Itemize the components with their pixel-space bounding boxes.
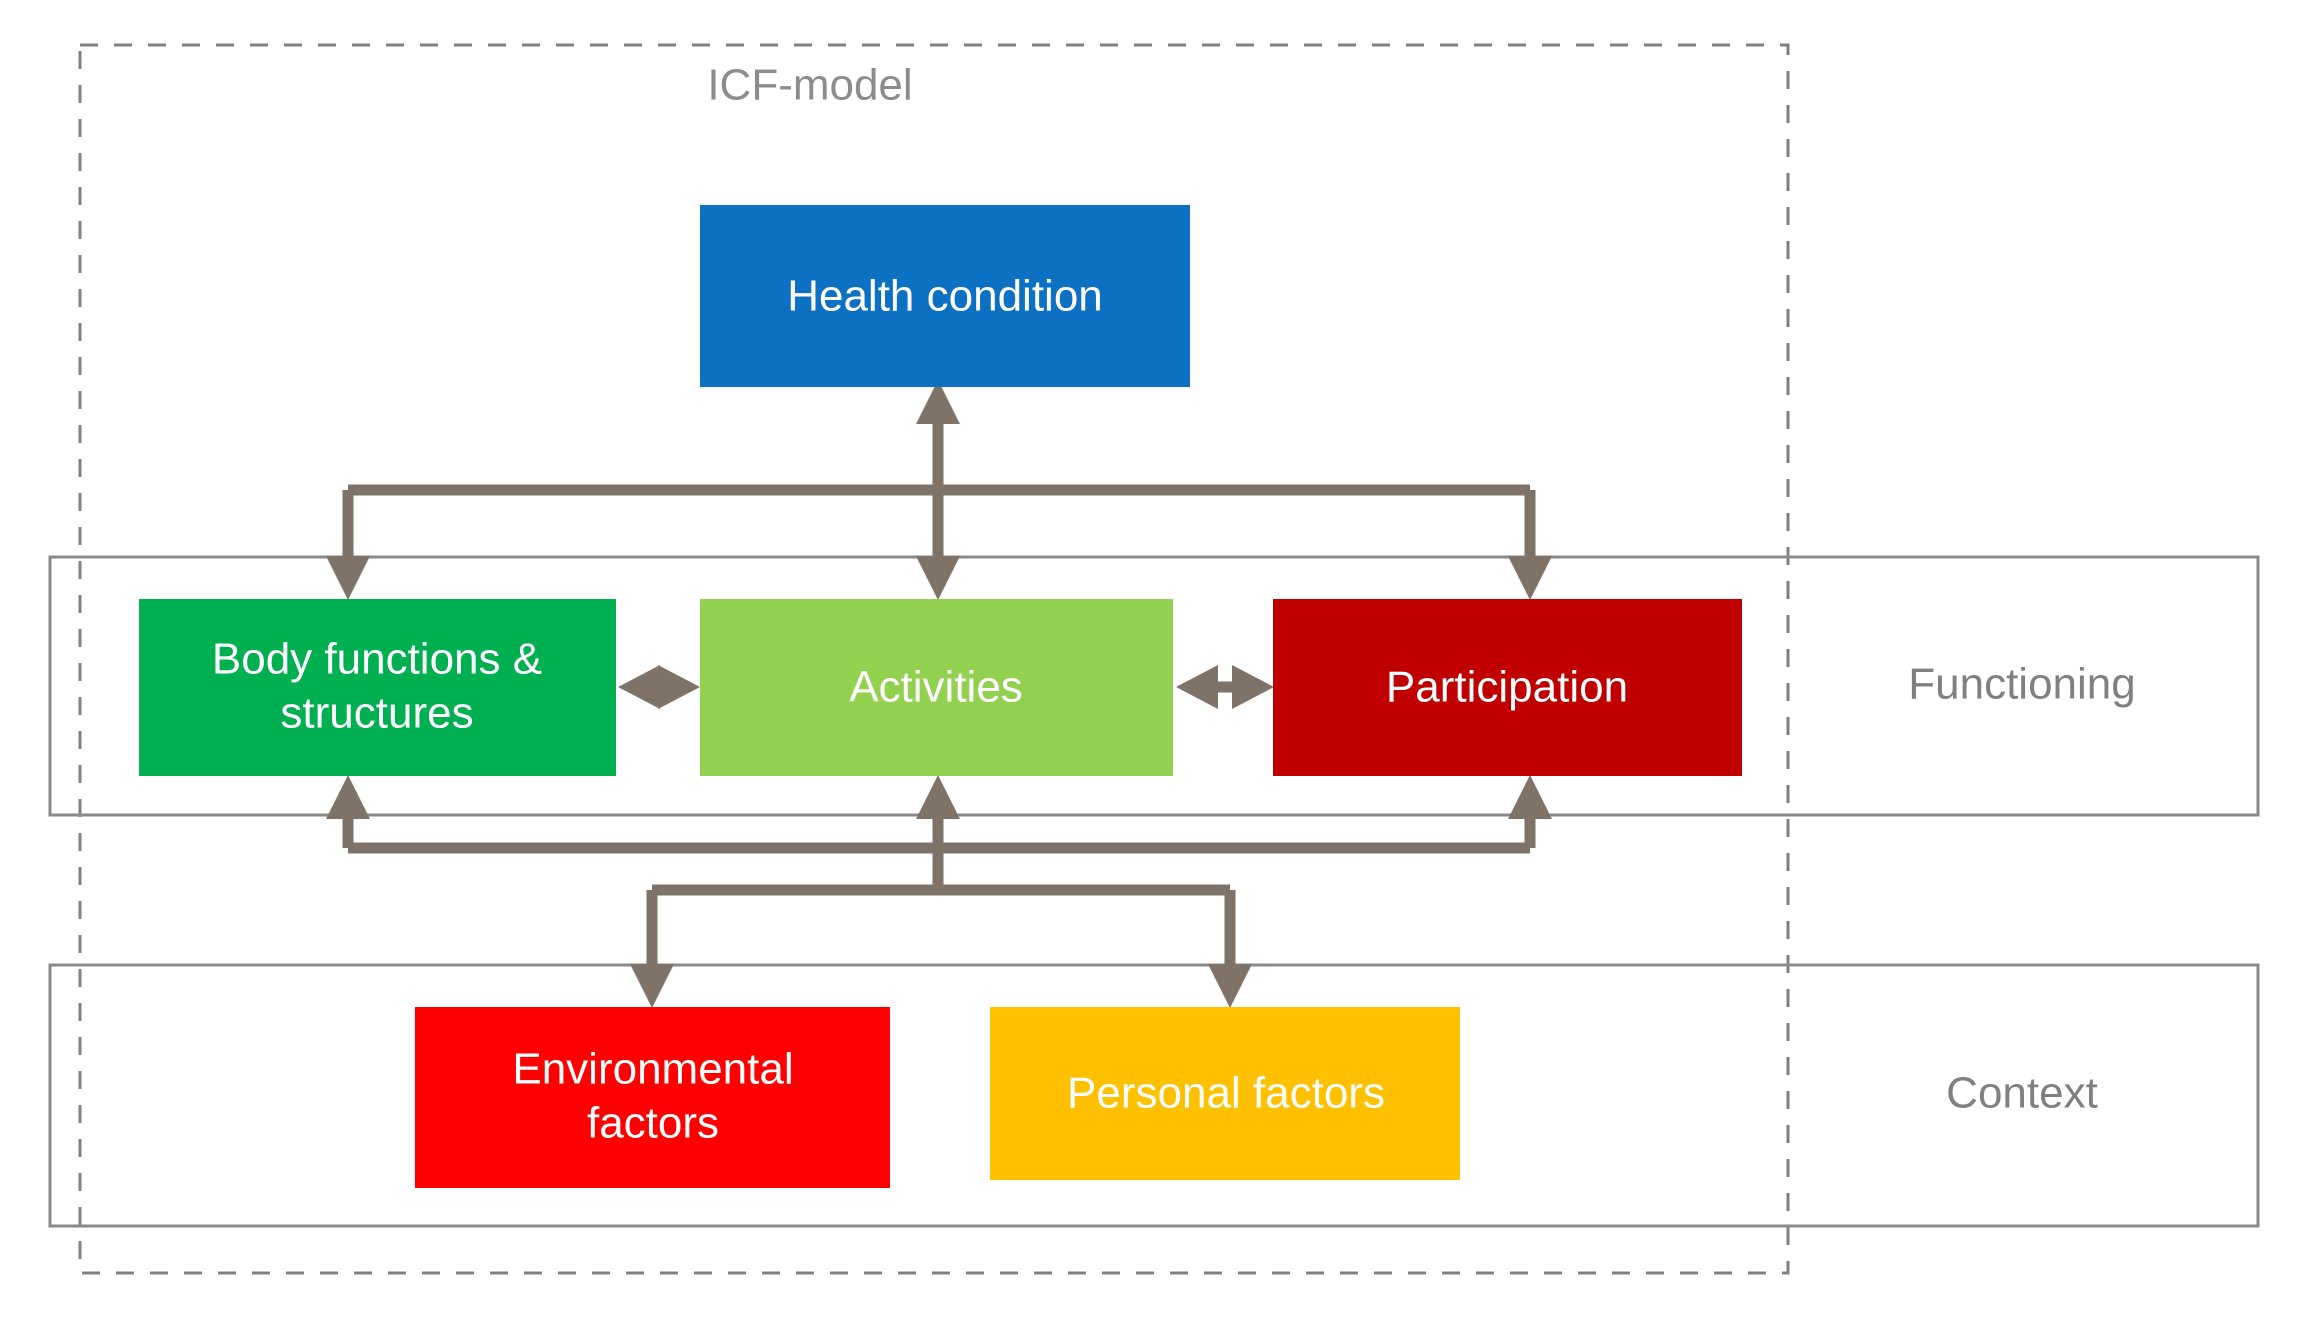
node-health-condition[interactable]: Health condition (700, 205, 1190, 387)
node-personal-factors-label: Personal factors (1067, 1069, 1385, 1118)
zone-label-context: Context (1946, 1069, 2098, 1118)
arrowhead-up-participation (1508, 775, 1552, 819)
context-zone-box (48, 963, 2260, 1228)
arrowhead-left-body-functions (618, 665, 660, 709)
arrowhead-layer (326, 380, 1552, 1008)
node-body-functions-structures-box[interactable] (139, 599, 616, 776)
node-personal-factors[interactable]: Personal factors (990, 1007, 1460, 1180)
node-activities-label: Activities (849, 663, 1023, 712)
node-activities[interactable]: Activities (700, 599, 1173, 776)
node-personal-factors-box[interactable] (990, 1007, 1460, 1180)
arrowhead-down-activities (916, 556, 960, 600)
arrowhead-down-personal-factors (1208, 964, 1252, 1008)
arrowhead-down-participation (1508, 556, 1552, 600)
node-participation[interactable]: Participation (1273, 599, 1742, 776)
arrowhead-up-health-condition (916, 380, 960, 424)
node-body-functions-structures[interactable]: Body functions & structures (139, 599, 616, 776)
functioning-zone-box (48, 555, 2260, 817)
arrowhead-down-environmental-factors (630, 964, 674, 1008)
page-title: ICF-model (707, 61, 912, 110)
node-activities-box[interactable] (700, 599, 1173, 776)
node-body-functions-structures-label-line1: Body functions & (212, 635, 542, 684)
node-health-condition-box[interactable] (700, 205, 1190, 387)
arrowhead-up-activities (916, 775, 960, 819)
node-environmental-factors-label-line2: factors (587, 1099, 719, 1148)
node-environmental-factors-box[interactable] (415, 1007, 890, 1188)
zone-label-functioning: Functioning (1908, 660, 2135, 709)
node-participation-box[interactable] (1273, 599, 1742, 776)
node-environmental-factors[interactable]: Environmental factors (415, 1007, 890, 1188)
node-environmental-factors-label-line1: Environmental (512, 1045, 793, 1094)
arrowhead-right-participation (1232, 665, 1274, 709)
node-health-condition-label: Health condition (787, 272, 1103, 321)
node-layer: Health condition Body functions & struct… (139, 205, 1742, 1188)
arrowhead-down-body-functions (326, 556, 370, 600)
arrowhead-left-activities-right (1176, 665, 1218, 709)
icf-model-boundary (78, 43, 1790, 1275)
node-participation-label: Participation (1386, 663, 1628, 712)
arrowhead-right-activities-left (658, 665, 700, 709)
arrowhead-up-body-functions (326, 775, 370, 819)
node-body-functions-structures-label-line2: structures (280, 689, 473, 738)
